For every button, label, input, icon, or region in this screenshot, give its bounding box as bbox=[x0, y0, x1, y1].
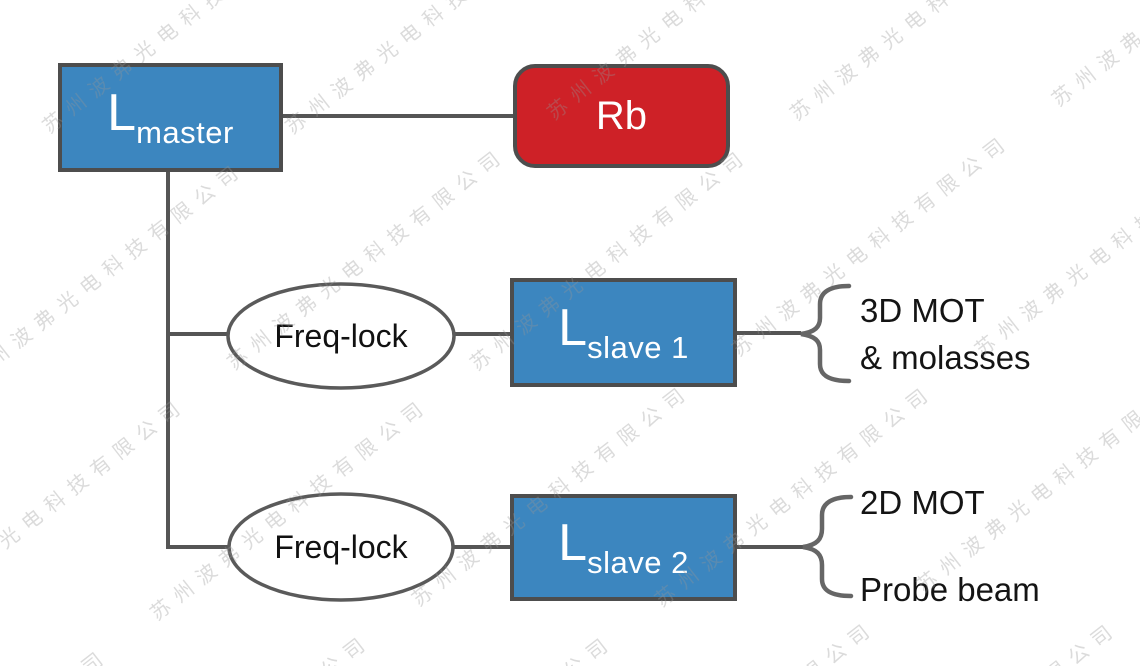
freq-lock-2-label: Freq-lock bbox=[274, 528, 408, 565]
rb-reference-cell-box: Rb bbox=[513, 64, 730, 168]
rb-cell-label: Rb bbox=[595, 93, 648, 138]
slave-laser-1-box: Lslave 1 bbox=[510, 278, 737, 387]
slave-laser-1-label: Lslave 1 bbox=[558, 299, 689, 365]
output-label-molasses: & molasses bbox=[860, 339, 1031, 376]
freq-lock-1-label: Freq-lock bbox=[274, 317, 408, 354]
freq-lock-ellipse-2 bbox=[227, 492, 455, 602]
output-label-2d-mot: 2D MOT bbox=[860, 484, 985, 521]
output-label-probe-beam: Probe beam bbox=[860, 571, 1040, 608]
brace-slave1-outputs bbox=[800, 283, 852, 384]
master-laser-box: Lmaster bbox=[58, 63, 283, 172]
master-laser-label: Lmaster bbox=[107, 84, 234, 150]
slave-laser-2-box: Lslave 2 bbox=[510, 494, 737, 601]
slave-laser-2-label: Lslave 2 bbox=[558, 514, 689, 580]
output-label-3d-mot: 3D MOT bbox=[860, 292, 985, 329]
brace-slave2-outputs bbox=[802, 494, 854, 599]
freq-lock-ellipse-1 bbox=[226, 282, 456, 390]
wire-master-trunk bbox=[166, 170, 232, 549]
